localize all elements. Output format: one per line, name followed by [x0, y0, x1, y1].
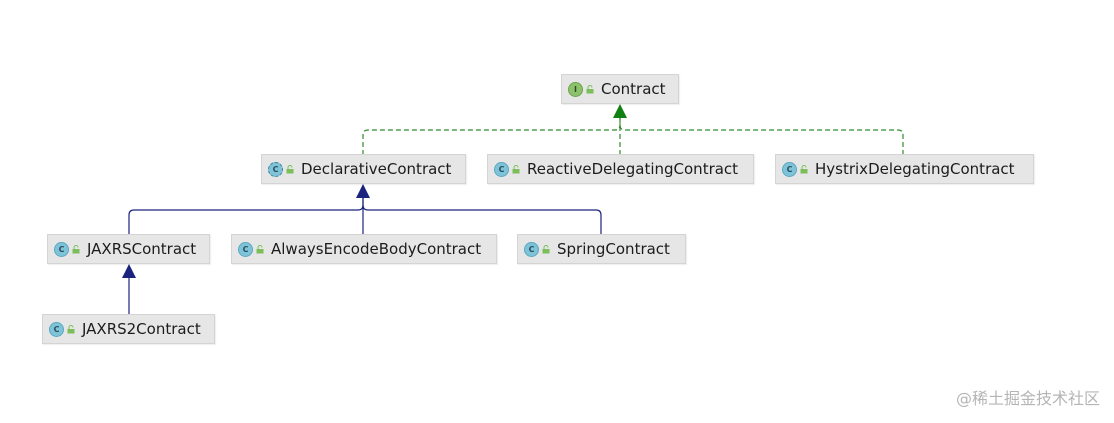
class-icon: C: [494, 161, 509, 177]
node-label: Contract: [601, 80, 666, 98]
class-icon: C: [238, 241, 253, 257]
unlocked-icon: [586, 84, 594, 93]
node-label: SpringContract: [557, 240, 670, 258]
unlocked-icon: [67, 324, 75, 333]
extends-arrowhead-jaxrs: [122, 264, 136, 278]
node-label: JAXRSContract: [87, 240, 197, 258]
node-label: HystrixDelegatingContract: [815, 160, 1015, 178]
unlocked-icon: [512, 164, 520, 173]
unlocked-icon: [542, 244, 550, 253]
node-label: AlwaysEncodeBodyContract: [271, 240, 482, 258]
extends-arrowhead-declarative: [356, 184, 370, 198]
interface-icon: I: [568, 81, 583, 97]
node-label: JAXRS2Contract: [82, 320, 201, 338]
node-jaxrs2-contract[interactable]: C JAXRS2Contract: [42, 314, 215, 344]
edge-hystrix-implements-contract: [619, 124, 904, 155]
node-jaxrs-contract[interactable]: C JAXRSContract: [47, 234, 210, 264]
class-icon: C: [49, 321, 64, 337]
node-reactive-delegating-contract[interactable]: C ReactiveDelegatingContract: [487, 154, 754, 184]
node-hystrix-delegating-contract[interactable]: C HystrixDelegatingContract: [775, 154, 1034, 184]
unlocked-icon: [800, 164, 808, 173]
edge-declarative-implements-contract: [362, 116, 621, 155]
implements-arrowhead: [613, 104, 627, 118]
edge-spring-extends-declarative: [362, 204, 602, 235]
class-icon: C: [54, 241, 69, 257]
node-spring-contract[interactable]: C SpringContract: [517, 234, 686, 264]
watermark: @稀土掘金技术社区: [955, 389, 1100, 408]
extends-edges: [128, 196, 602, 315]
edge-jaxrs-extends-declarative: [128, 196, 364, 235]
node-label: ReactiveDelegatingContract: [527, 160, 739, 178]
implements-edges: [362, 116, 904, 155]
node-declarative-contract[interactable]: C DeclarativeContract: [261, 154, 466, 184]
node-label: DeclarativeContract: [301, 160, 452, 178]
class-icon: C: [524, 241, 539, 257]
node-contract[interactable]: I Contract: [561, 74, 679, 104]
unlocked-icon: [256, 244, 264, 253]
unlocked-icon: [286, 164, 294, 173]
class-icon: C: [782, 161, 797, 177]
abstract-class-icon: C: [268, 161, 283, 177]
node-always-encode-body-contract[interactable]: C AlwaysEncodeBodyContract: [231, 234, 497, 264]
unlocked-icon: [72, 244, 80, 253]
